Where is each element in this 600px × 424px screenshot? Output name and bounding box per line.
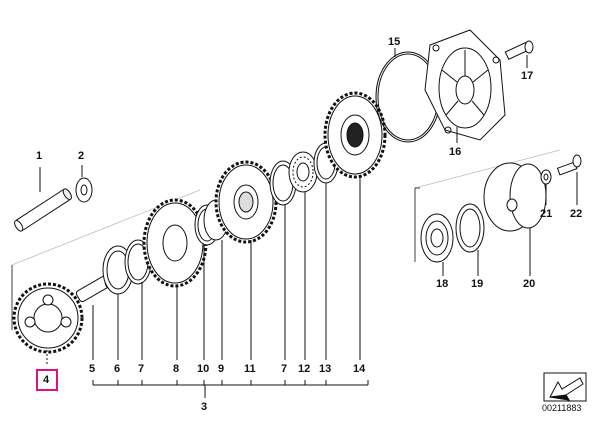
part-22-bolt [556, 154, 582, 176]
label-12: 12 [298, 363, 311, 375]
label-11: 11 [244, 363, 256, 375]
part-2-washer [75, 177, 93, 203]
label-15: 15 [388, 36, 401, 48]
label-4: 4 [43, 374, 50, 386]
part-12-bearing [288, 151, 318, 193]
label-20: 20 [523, 278, 536, 290]
label-13: 13 [319, 363, 332, 375]
label-5: 5 [89, 363, 96, 375]
part-20-cap [483, 162, 547, 232]
bracket-3 [92, 380, 369, 398]
label-22: 22 [570, 208, 583, 220]
part-4-sprocket [12, 282, 84, 354]
part-14-sprocket [323, 91, 387, 179]
part-21-washer [540, 169, 552, 185]
label-19: 19 [471, 278, 484, 290]
label-21: 21 [540, 208, 553, 220]
part-18-bearing [420, 213, 454, 263]
label-7b: 7 [281, 363, 288, 375]
label-9: 9 [218, 363, 225, 375]
label-8: 8 [173, 363, 180, 375]
part-7a-ring [124, 239, 152, 285]
part-16-housing [424, 29, 506, 141]
label-16: 16 [449, 146, 462, 158]
label-3: 3 [201, 401, 208, 413]
part-19-ring [455, 203, 485, 253]
label-10: 10 [197, 363, 210, 375]
diagram-id: 00211883 [542, 403, 582, 413]
part-8-sprocket [142, 198, 208, 288]
label-1: 1 [36, 150, 43, 162]
highlight-box [36, 369, 58, 391]
label-2: 2 [78, 150, 85, 162]
label-6: 6 [114, 363, 121, 375]
part-17-bolt [504, 40, 534, 60]
label-14: 14 [353, 363, 366, 375]
separator-line [414, 149, 561, 189]
label-18: 18 [436, 278, 449, 290]
part-1-pin [14, 188, 72, 232]
part-11-sprocket [214, 160, 278, 244]
nav-arrow-icon [543, 372, 587, 402]
bracket-right [414, 187, 420, 262]
label-17: 17 [521, 70, 534, 82]
label-7a: 7 [138, 363, 145, 375]
